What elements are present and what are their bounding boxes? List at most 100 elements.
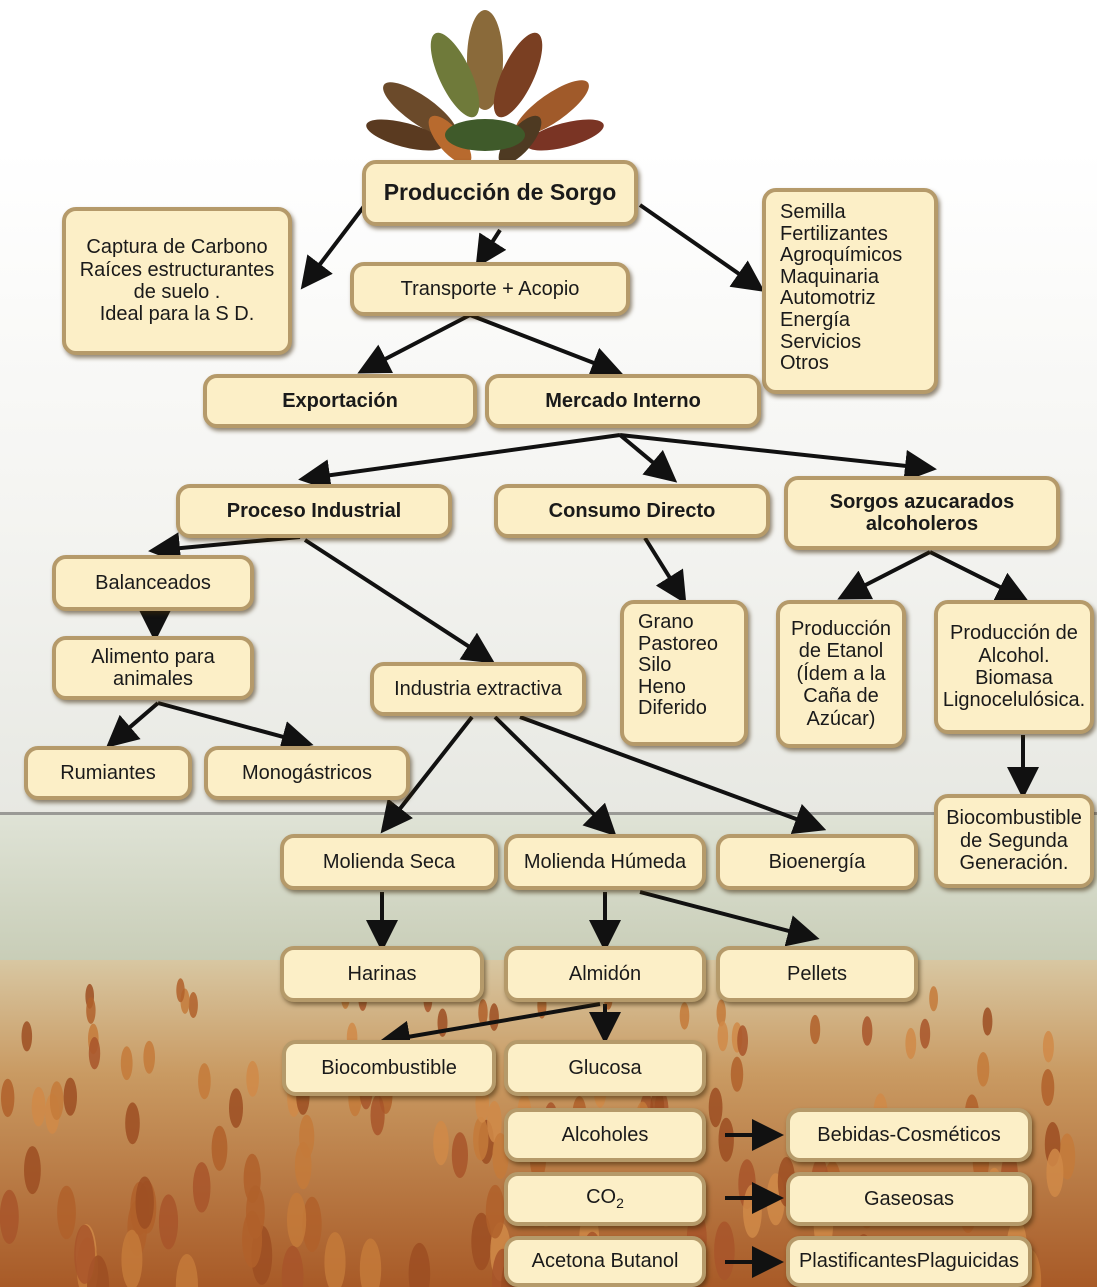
node-molienda-seca: Molienda Seca bbox=[280, 834, 498, 890]
sorghum-panicle-decoration bbox=[175, 1254, 198, 1287]
sorghum-panicle-decoration bbox=[21, 1021, 33, 1052]
node-item: Otros bbox=[780, 352, 829, 375]
node-label: Rumiantes bbox=[60, 761, 156, 784]
sorghum-panicle-decoration bbox=[977, 1052, 990, 1087]
node-bebidas-cosmeticos: Bebidas-Cosméticos bbox=[786, 1108, 1032, 1162]
co2-text: CO bbox=[586, 1186, 617, 1209]
node-item: Agroquímicos bbox=[780, 244, 903, 267]
node-almidon: Almidón bbox=[504, 946, 706, 1002]
sorghum-panicle-decoration bbox=[359, 1238, 382, 1287]
node-label: Alcoholes bbox=[561, 1123, 649, 1146]
node-industria-extractiva: Industria extractiva bbox=[370, 662, 586, 716]
node-line: Captura de Carbono bbox=[86, 236, 268, 259]
sorghum-panicle-decoration bbox=[737, 1025, 748, 1056]
node-label: Bioenergía bbox=[768, 850, 866, 873]
co2-subscript: 2 bbox=[616, 1195, 624, 1212]
node-consumo-directo: Consumo Directo bbox=[494, 484, 770, 538]
node-line: de suelo . bbox=[133, 281, 221, 303]
node-biocombustible: Biocombustible bbox=[282, 1040, 496, 1096]
sorghum-panicle-decoration bbox=[708, 1087, 723, 1128]
sorghum-panicle-decoration bbox=[730, 1056, 744, 1092]
sorghum-panicle-decoration bbox=[433, 1120, 449, 1166]
sorghum-panicle-decoration bbox=[862, 1016, 873, 1046]
sorghum-panicle-decoration bbox=[717, 1021, 729, 1052]
sorghum-panicle-decoration bbox=[408, 1242, 431, 1287]
sorghum-panicle-decoration bbox=[287, 1192, 307, 1248]
node-produccion-alcohol: Producción de Alcohol. Biomasa Lignocelu… bbox=[934, 600, 1094, 734]
node-exportacion: Exportación bbox=[203, 374, 477, 428]
node-bioenergia: Bioenergía bbox=[716, 834, 918, 890]
node-line: Alcohol. bbox=[978, 644, 1050, 667]
sorghum-panicle-decoration bbox=[211, 1125, 228, 1171]
node-label: Proceso Industrial bbox=[226, 499, 402, 522]
sorghum-panicle-decoration bbox=[743, 1184, 762, 1238]
node-alimento-animales: Alimento para animales bbox=[52, 636, 254, 700]
sorghum-panicle-decoration bbox=[1042, 1030, 1054, 1063]
node-item: Maquinaria bbox=[780, 265, 879, 288]
node-alcoholes: Alcoholes bbox=[504, 1108, 706, 1162]
sorghum-panicle-decoration bbox=[451, 1132, 468, 1179]
sorghum-panicle-decoration bbox=[929, 986, 938, 1012]
node-label: Bebidas-Cosméticos bbox=[817, 1123, 1001, 1146]
node-line: Caña de bbox=[803, 685, 879, 708]
node-produccion-sorgo: Producción de Sorgo bbox=[362, 160, 638, 226]
sorghum-panicle-decoration bbox=[982, 1007, 993, 1036]
node-label: Gaseosas bbox=[863, 1187, 955, 1210]
sorghum-panicle-decoration bbox=[188, 992, 198, 1018]
sorghum-panicle-decoration bbox=[24, 1146, 41, 1195]
sorghum-panicle-decoration bbox=[63, 1077, 77, 1116]
node-label: Exportación bbox=[282, 389, 398, 412]
sorghum-panicle-decoration bbox=[0, 1189, 19, 1244]
sorghum-panicle-decoration bbox=[679, 1002, 690, 1030]
sorghum-panicle-decoration bbox=[246, 1060, 259, 1097]
node-line: (Ídem a la bbox=[796, 662, 886, 685]
sorghum-panicle-decoration bbox=[324, 1232, 346, 1287]
node-line: Generación. bbox=[959, 852, 1069, 875]
node-item: Servicios bbox=[780, 330, 862, 353]
node-pellets: Pellets bbox=[716, 946, 918, 1002]
sorghum-panicle-decoration bbox=[281, 1245, 304, 1287]
sorghum-panicle-decoration bbox=[714, 1221, 735, 1281]
sorghum-panicle-decoration bbox=[294, 1141, 312, 1190]
node-line: de Etanol bbox=[798, 640, 884, 663]
node-line: Biomasa bbox=[975, 667, 1053, 689]
sorghum-panicle-decoration bbox=[86, 997, 96, 1024]
node-line: de Segunda bbox=[960, 829, 1068, 852]
sorghum-panicle-decoration bbox=[489, 1003, 499, 1031]
node-produccion-etanol: Producción de Etanol (Ídem a la Caña de … bbox=[776, 600, 906, 748]
node-item: Silo bbox=[638, 654, 672, 677]
sorghum-panicle-decoration bbox=[485, 1184, 505, 1239]
node-label: Balanceados bbox=[95, 571, 211, 594]
node-mercado-interno: Mercado Interno bbox=[485, 374, 761, 428]
sorghum-panicle-decoration bbox=[121, 1229, 143, 1287]
sorghum-panicle-decoration bbox=[31, 1086, 46, 1127]
node-label: Monogástricos bbox=[241, 761, 373, 784]
sorghum-panicles-icon bbox=[366, 10, 604, 165]
node-line: Azúcar) bbox=[806, 707, 876, 730]
node-harinas: Harinas bbox=[280, 946, 484, 1002]
sorghum-panicle-decoration bbox=[716, 999, 726, 1027]
node-transporte-acopio: Transporte + Acopio bbox=[350, 262, 630, 316]
sorghum-panicle-decoration bbox=[192, 1162, 211, 1213]
node-co2: CO2 bbox=[504, 1172, 706, 1226]
sorghum-panicle-decoration bbox=[57, 1185, 76, 1240]
sorghum-panicle-decoration bbox=[437, 1008, 448, 1037]
sorghum-panicle-decoration bbox=[198, 1063, 211, 1100]
node-plastificantes-plaguicidas: PlastificantesPlaguicidas bbox=[786, 1236, 1032, 1287]
sorghum-panicle-decoration bbox=[243, 1153, 261, 1203]
node-label: Producción de Sorgo bbox=[383, 179, 617, 206]
node-item: Heno bbox=[638, 675, 686, 698]
node-balanceados: Balanceados bbox=[52, 555, 254, 611]
node-sorgos-azucarados: Sorgos azucarados alcoholeros bbox=[784, 476, 1060, 550]
node-consumo-items: Grano Pastoreo Silo Heno Diferido bbox=[620, 600, 748, 746]
node-label: Glucosa bbox=[568, 1056, 642, 1079]
sorghum-panicle-decoration bbox=[1041, 1069, 1055, 1106]
node-acetona-butanol: Acetona Butanol bbox=[504, 1236, 706, 1287]
sorghum-panicle-decoration bbox=[158, 1194, 179, 1250]
sorghum-panicle-decoration bbox=[125, 1102, 140, 1145]
sorghum-panicle-decoration bbox=[1046, 1148, 1064, 1198]
node-item: Automotriz bbox=[780, 287, 876, 310]
node-captura-carbono: Captura de Carbono Raíces estructurantes… bbox=[62, 207, 292, 355]
node-item: Pastoreo bbox=[638, 632, 719, 655]
node-molienda-humeda: Molienda Húmeda bbox=[504, 834, 706, 890]
